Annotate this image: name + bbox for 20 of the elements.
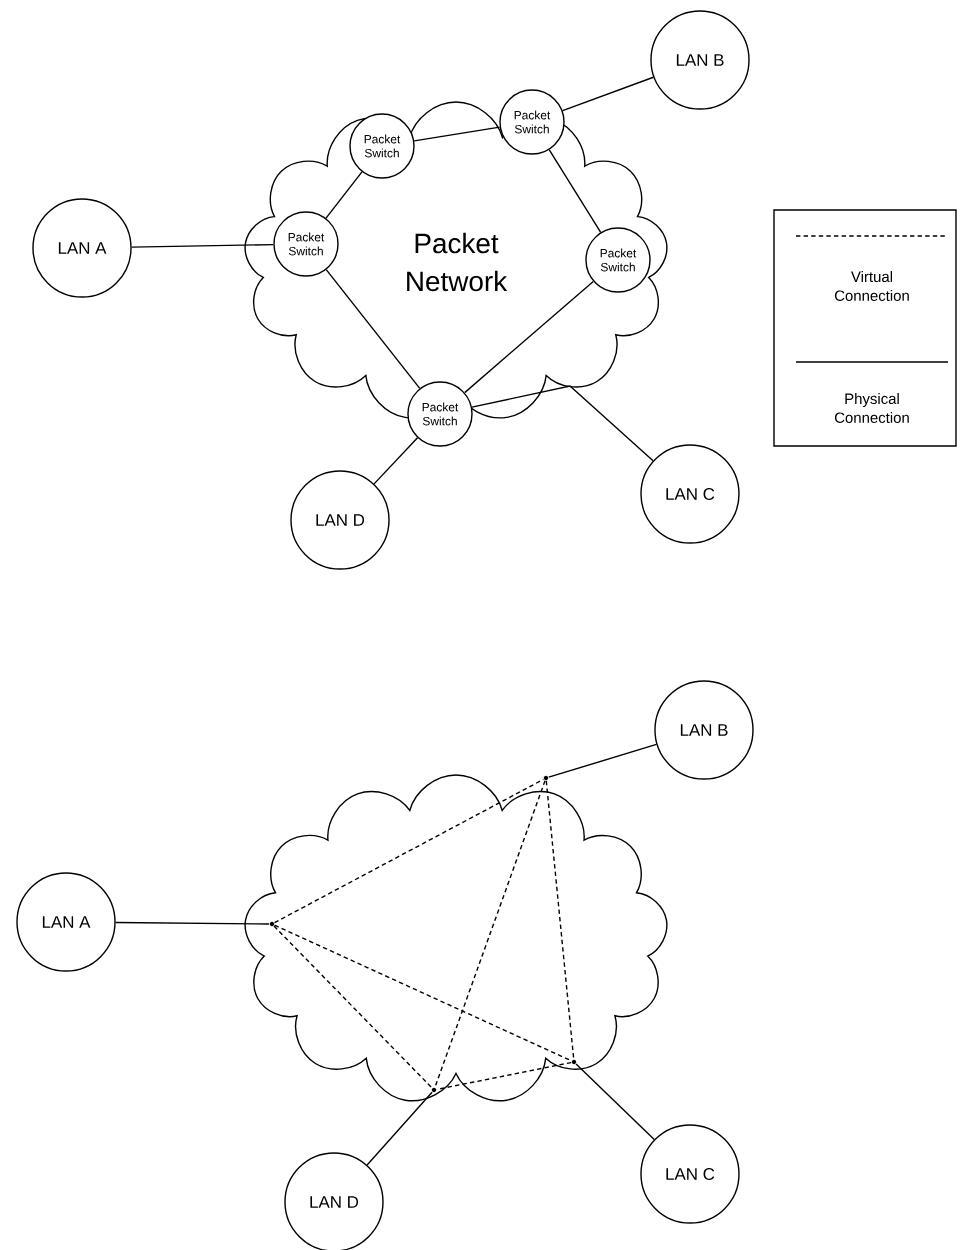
connection-line xyxy=(115,921,270,925)
connection-line xyxy=(325,171,363,219)
virtual-connection-line xyxy=(434,780,546,1088)
connection-line xyxy=(413,126,501,142)
virtual-connection-line xyxy=(436,1061,572,1091)
connection-line xyxy=(366,1091,433,1166)
connection-line xyxy=(548,149,602,233)
network-cloud xyxy=(244,774,668,1102)
connection-line xyxy=(548,743,658,778)
connection-line xyxy=(575,1063,655,1141)
connection-line xyxy=(373,437,419,485)
virtual-connection-line xyxy=(273,925,433,1089)
connection-line xyxy=(561,76,655,112)
connection-line xyxy=(131,243,274,248)
connection-line xyxy=(471,385,654,462)
virtual-connection-line xyxy=(545,780,575,1060)
connection-line xyxy=(464,280,594,394)
virtual-connection-line xyxy=(273,924,573,1062)
connection-line xyxy=(325,269,421,390)
virtual-connection-line xyxy=(273,778,545,924)
